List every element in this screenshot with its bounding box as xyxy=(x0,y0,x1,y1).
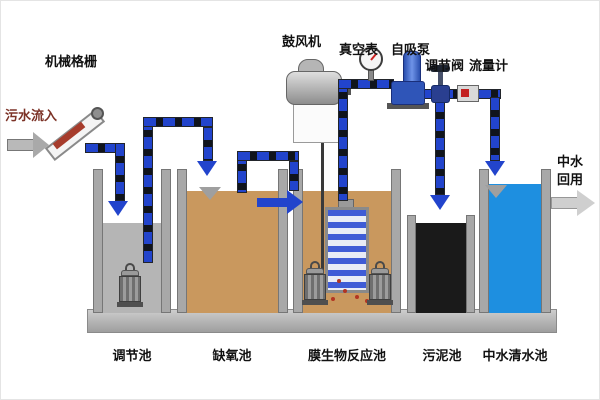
pump-body xyxy=(304,274,326,300)
bubble-dot xyxy=(331,297,335,301)
sludge-tank-wall-right xyxy=(466,215,475,313)
pipe-sludge-drop xyxy=(435,99,445,195)
pipe-suction-run xyxy=(338,79,394,89)
blower-icon xyxy=(286,71,342,105)
anoxic-tank-water xyxy=(187,191,278,313)
submersible-pump-regulation xyxy=(117,263,143,307)
screen-motor-icon xyxy=(91,107,104,120)
clearwater-tank-wall-right xyxy=(541,169,551,313)
pipe-mbr-inlet-drop xyxy=(289,161,299,191)
inflow-label: 污水流入 xyxy=(5,108,58,123)
pipe-anoxic-to-mbr-run xyxy=(237,151,299,161)
aeration-line xyxy=(321,143,324,289)
self-priming-pump-base xyxy=(387,103,429,109)
flow-meter-indicator xyxy=(461,89,469,97)
bubble-dot xyxy=(337,279,341,283)
blower-label: 鼓风机 xyxy=(282,34,322,49)
arrow-into-sludge-tank xyxy=(430,195,450,210)
pipe-top-run-1 xyxy=(143,117,213,127)
anoxic-tank-wall-right xyxy=(278,169,288,313)
arrow-anoxic-to-mbr xyxy=(287,190,303,214)
pump-hook-icon xyxy=(125,263,135,270)
reuse-label-line1: 中水 xyxy=(557,154,584,169)
outflow-arrow-shaft xyxy=(551,197,578,209)
anoxic-tank-label: 缺氧池 xyxy=(212,348,252,363)
anoxic-inlet-funnel xyxy=(199,187,221,200)
self-priming-pump-icon xyxy=(391,81,425,105)
submersible-pump-mbr-right xyxy=(367,261,393,305)
sludge-tank-label: 污泥池 xyxy=(422,348,462,363)
valve-stem xyxy=(438,71,443,87)
inflow-arrow xyxy=(33,132,49,158)
outflow-arrow xyxy=(577,190,595,216)
self-priming-pump-label: 自吸泵 xyxy=(391,42,431,57)
pipe-clearwater-drop xyxy=(490,97,500,161)
regulating-valve-icon xyxy=(431,85,450,103)
pipe-anoxic-inlet-drop xyxy=(203,127,213,161)
pump-cap xyxy=(371,268,389,274)
pipe-regulation-riser xyxy=(143,117,153,263)
pump-base xyxy=(117,302,143,307)
sludge-tank-wall-left xyxy=(407,215,416,313)
mbr-tank-label: 膜生物反应池 xyxy=(307,348,386,363)
pump-body xyxy=(369,274,391,300)
regulation-tank-wall-right xyxy=(161,169,171,313)
pump-body xyxy=(119,276,141,302)
inflow-arrow-shaft xyxy=(7,139,34,151)
pump-hook-icon xyxy=(375,261,385,268)
vacuum-gauge-label: 真空表 xyxy=(339,42,379,57)
reuse-label-line2: 回用 xyxy=(557,172,584,187)
pump-hook-icon xyxy=(310,261,320,268)
pump-base xyxy=(367,300,393,305)
regulation-tank-wall-left xyxy=(93,169,103,313)
clearwater-tank-wall-left xyxy=(479,169,489,313)
membrane-module xyxy=(325,207,369,293)
valve-handwheel-icon xyxy=(430,65,450,72)
pipe-regulation-inlet-drop xyxy=(115,143,125,201)
pipe-membrane-riser xyxy=(338,79,348,201)
clearwater-tank-label: 中水清水池 xyxy=(482,348,548,363)
arrow-into-clearwater-tank xyxy=(485,161,505,176)
anoxic-tank-wall-left xyxy=(177,169,187,313)
pump-cap xyxy=(121,270,139,276)
flow-meter-label: 流量计 xyxy=(469,58,509,73)
vacuum-gauge-icon xyxy=(359,47,383,71)
regulating-valve-label: 调节阀 xyxy=(425,58,465,73)
pump-cap xyxy=(306,268,324,274)
arrow-into-regulation-tank xyxy=(108,201,128,216)
arrow-into-anoxic-tank xyxy=(197,161,217,176)
mbr-tank-wall-right xyxy=(391,169,401,313)
mechanical-screen-label: 机械格栅 xyxy=(45,54,98,69)
bubble-dot xyxy=(355,295,359,299)
bubble-dot xyxy=(343,289,347,293)
submersible-pump-mbr-left xyxy=(302,261,328,305)
clearwater-inlet-funnel xyxy=(485,185,507,198)
regulation-tank-label: 调节池 xyxy=(112,348,152,363)
sludge-tank-water xyxy=(416,223,466,313)
arrow-anoxic-to-mbr-shaft xyxy=(257,198,287,207)
clearwater-tank-water xyxy=(489,184,541,313)
blower-pedestal xyxy=(293,101,339,143)
pump-base xyxy=(302,300,328,305)
